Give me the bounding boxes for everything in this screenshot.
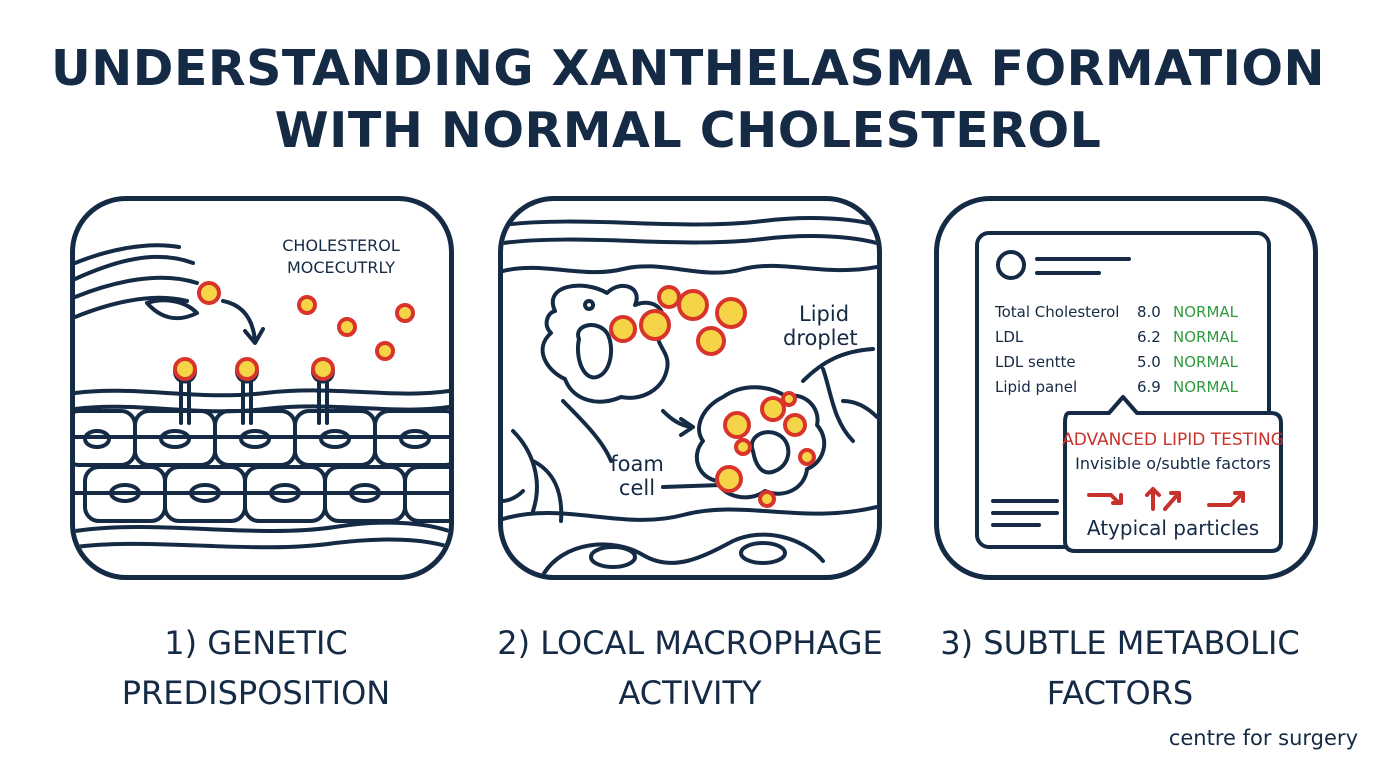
foam-pointer-line-icon — [661, 483, 723, 489]
bound-particle-2-icon — [235, 357, 259, 381]
vessel-opening-icon — [145, 298, 199, 321]
strand-2-icon — [75, 275, 199, 299]
title-line-2: WITH NORMAL CHOLESTEROL — [274, 102, 1102, 159]
cholesterol-label-line-1: CHOLESTEROL — [282, 236, 400, 255]
lab-row-3-value: 5.0 — [1137, 353, 1161, 371]
lab-report-illustration: Total Cholesterol 8.0 NORMAL LDL 6.2 NOR… — [975, 231, 1284, 553]
genetic-illustration: CHOLESTEROL MOCECUTRLY — [75, 236, 449, 550]
lab-row-1-name: Total Cholesterol — [994, 303, 1119, 321]
lipid-droplet-3-icon — [677, 289, 709, 321]
report-header-lines-icon — [1035, 257, 1131, 275]
arrow-head-icon — [243, 327, 265, 345]
macrophage-nucleus-icon — [576, 323, 614, 380]
panel-macrophage: Lipid droplet foam cell — [498, 196, 882, 580]
lab-row-1-value: 8.0 — [1137, 303, 1161, 321]
lipid-droplet-6-icon — [657, 285, 681, 309]
lab-row-2-name: LDL — [995, 328, 1024, 346]
strand-1-icon — [75, 254, 195, 281]
lipid-droplet-1-icon — [609, 315, 637, 343]
caption-2-line-1: 2) LOCAL MACROPHAGE — [497, 624, 883, 662]
panel-genetic: CHOLESTEROL MOCECUTRLY — [70, 196, 454, 580]
credit-text: centre for surgery — [1168, 726, 1358, 750]
bound-particle-1-icon — [173, 357, 197, 381]
free-particle-1-icon — [297, 295, 317, 315]
cholesterol-label-line-2: MOCECUTRLY — [287, 258, 395, 277]
skin-layer-2-icon — [503, 263, 877, 275]
fiber-right-icon — [801, 347, 877, 443]
free-particle-4-icon — [375, 341, 395, 361]
lipid-droplet-5-icon — [696, 326, 726, 356]
caption-genetic: 1) GENETIC PREDISPOSITION — [36, 618, 476, 718]
callout-box-icon — [1063, 395, 1283, 553]
title-line-1: UNDERSTANDING XANTHELASMA FORMATION — [50, 40, 1326, 97]
lab-row-1-status: NORMAL — [1173, 303, 1239, 321]
foam-label-line-1: foam — [610, 452, 664, 476]
lab-row-2-status: NORMAL — [1173, 328, 1239, 346]
membrane-line-icon — [75, 388, 449, 398]
trend-arrows-icon — [1087, 487, 1245, 511]
foam-cell-nucleus-icon — [749, 430, 791, 475]
lipid-droplet-2-icon — [639, 309, 671, 341]
foam-label-line-2: cell — [619, 476, 655, 500]
skin-layer-1-icon — [503, 216, 877, 227]
lipid-droplet-4-icon — [715, 297, 747, 329]
report-avatar-icon — [996, 250, 1026, 280]
strand-4-icon — [75, 243, 181, 265]
callout-subtitle: Invisible o/subtle factors — [1075, 454, 1271, 473]
cholesterol-particle-icon — [197, 281, 221, 305]
caption-1-line-2: PREDISPOSITION — [121, 674, 391, 712]
lab-row-4-status: NORMAL — [1173, 378, 1239, 396]
caption-3-line-2: FACTORS — [1046, 674, 1194, 712]
lab-row-4-name: Lipid panel — [995, 378, 1077, 396]
caption-3-line-1: 3) SUBTLE METABOLIC — [940, 624, 1300, 662]
fiber-left-icon — [503, 429, 564, 523]
callout-title: ADVANCED LIPID TESTING — [1062, 430, 1284, 450]
transform-arrow-icon — [661, 409, 693, 429]
caption-macrophage: 2) LOCAL MACROPHAGE ACTIVITY — [470, 618, 910, 718]
macrophage-icon — [540, 283, 670, 404]
macrophage-illustration: Lipid droplet foam cell — [503, 216, 877, 575]
free-particle-2-icon — [337, 317, 357, 337]
callout-footer: Atypical particles — [1087, 516, 1259, 540]
lab-row-4-value: 6.9 — [1137, 378, 1161, 396]
panel-metabolic: Total Cholesterol 8.0 NORMAL LDL 6.2 NOR… — [934, 196, 1318, 580]
bound-particle-3-icon — [311, 357, 335, 381]
lipid-label-line-1: Lipid — [799, 302, 849, 326]
lab-row-2-value: 6.2 — [1137, 328, 1161, 346]
lab-row-3-name: LDL sentte — [995, 353, 1076, 371]
lipid-label-line-2: droplet — [783, 326, 858, 350]
page-title: UNDERSTANDING XANTHELASMA FORMATION WITH… — [0, 38, 1376, 162]
caption-metabolic: 3) SUBTLE METABOLIC FACTORS — [900, 618, 1340, 718]
free-particle-3-icon — [395, 303, 415, 323]
strand-3-icon — [75, 295, 189, 319]
uptake-arrow-icon — [221, 299, 257, 343]
caption-1-line-1: 1) GENETIC — [164, 624, 348, 662]
caption-2-line-2: ACTIVITY — [618, 674, 762, 712]
lab-row-3-status: NORMAL — [1173, 353, 1239, 371]
